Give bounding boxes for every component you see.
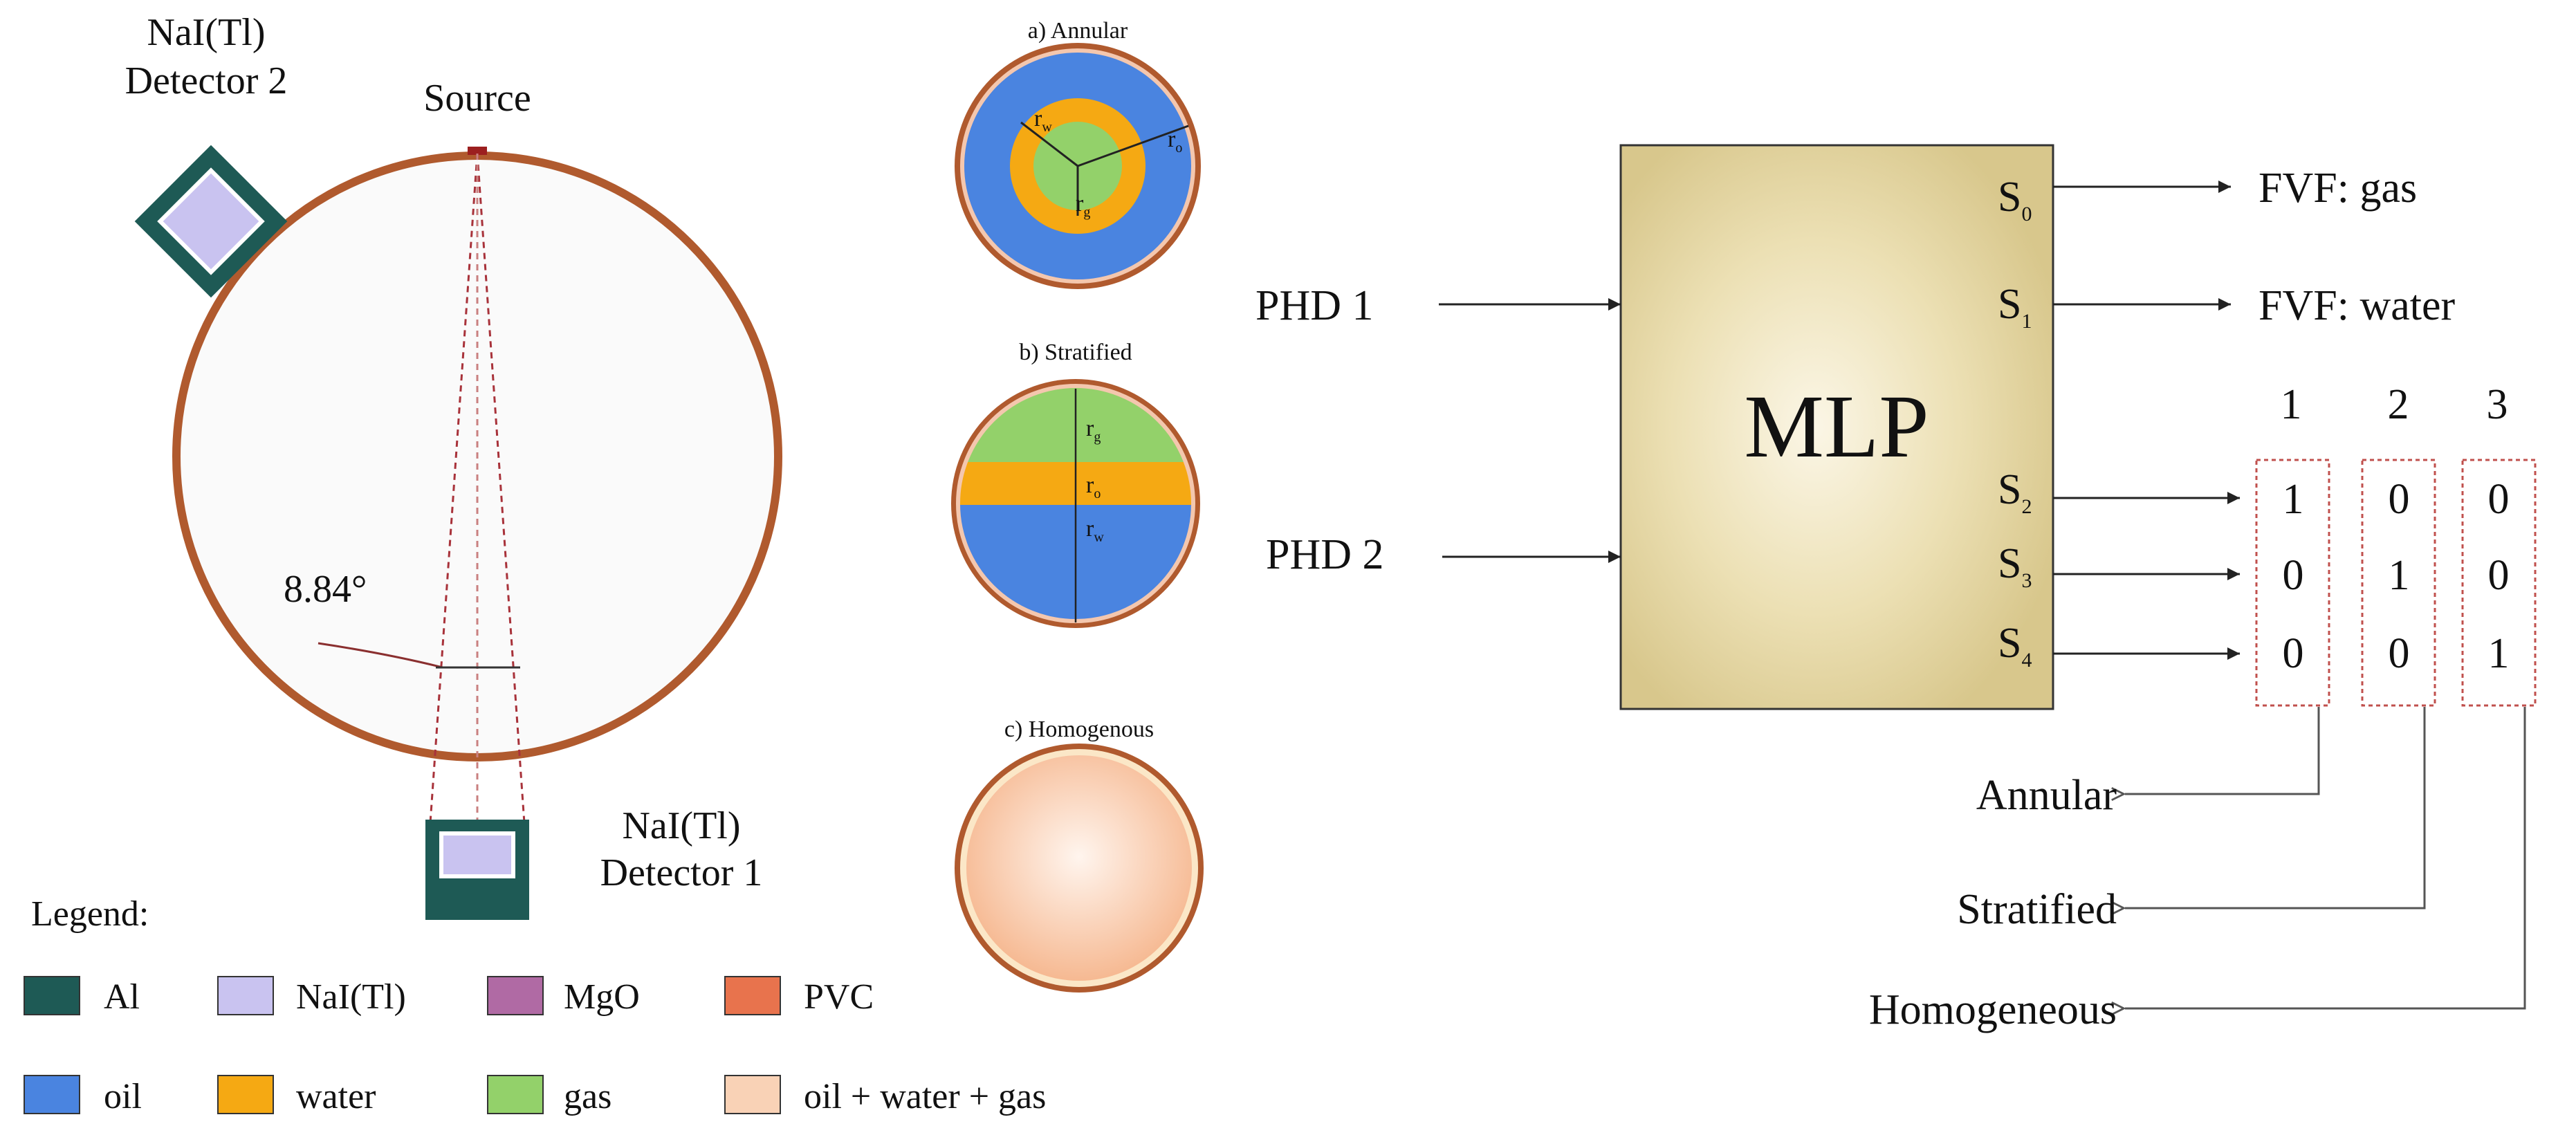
one-hot-matrix: 1 0 0 0 1 0 0 0 1: [2283, 476, 2510, 677]
legend-item-water: water: [217, 1075, 376, 1116]
mlp-label: MLP: [1744, 377, 1929, 477]
svg-text:oil: oil: [104, 1077, 142, 1116]
detector-1-label-line1: NaI(Tl): [622, 804, 740, 847]
legend-item-mixture: oil + water + gas: [724, 1075, 1046, 1116]
annular-ro-subscript: o: [1175, 140, 1182, 156]
matrix-cell: 1: [2488, 630, 2510, 677]
annular-pipe: rw ro rg: [955, 43, 1201, 289]
matrix-cell: 1: [2283, 476, 2304, 523]
annular-title: a) Annular: [1028, 18, 1128, 44]
annular-rw-subscript: w: [1042, 120, 1052, 135]
detector-2-crystal: [157, 167, 265, 275]
detector-1-label-line2: Detector 1: [600, 851, 763, 894]
flow-regimes: a) Annular rw ro rg b) Stratified: [951, 18, 1204, 993]
output-label-fvf-water: FVF: water: [2258, 282, 2456, 329]
matrix-column-3: [2461, 459, 2537, 707]
connector-homogeneous: [2125, 707, 2526, 1008]
legend-item-pvc: PVC: [724, 976, 874, 1017]
matrix-cell: 0: [2488, 552, 2510, 599]
svg-text:Al: Al: [104, 977, 140, 1017]
svg-text:NaI(Tl): NaI(Tl): [296, 977, 406, 1017]
svg-text:gas: gas: [564, 1077, 611, 1116]
homogenous-title: c) Homogenous: [1004, 717, 1154, 742]
annular-rg-subscript: g: [1083, 205, 1090, 220]
column-header-1: 1: [2281, 381, 2302, 428]
port-s4: S4: [1998, 620, 2032, 672]
matrix-column-1: [2255, 459, 2330, 707]
detector-1-crystal: [439, 831, 515, 878]
svg-text:water: water: [296, 1077, 376, 1116]
angle-arc: [318, 642, 443, 669]
connector-annular: [2125, 707, 2320, 794]
matrix-cell: 0: [2488, 476, 2510, 523]
matrix-cell: 0: [2283, 630, 2304, 677]
svg-text:PVC: PVC: [804, 977, 874, 1017]
legend: Legend: Al NaI(Tl) MgO PVC oil water gas: [24, 894, 1046, 1116]
legend-item-al: Al: [24, 976, 140, 1017]
svg-text:MgO: MgO: [564, 977, 640, 1017]
port-s2: S2: [1998, 466, 2032, 518]
connector-stratified: [2125, 707, 2426, 908]
mlp-block: [1619, 144, 2054, 710]
detector-2-label-line2: Detector 2: [125, 59, 288, 102]
class-label-annular: Annular: [1976, 772, 2117, 819]
stratified-rg-subscript: g: [1094, 430, 1101, 445]
class-label-homogeneous: Homogeneous: [1869, 986, 2117, 1033]
detector-2: [134, 145, 288, 298]
detector-1: [425, 820, 529, 920]
legend-item-gas: gas: [487, 1075, 611, 1116]
input-label-phd2: PHD 2: [1266, 531, 1384, 578]
port-s3: S3: [1998, 540, 2032, 592]
column-header-3: 3: [2487, 381, 2508, 428]
output-label-fvf-gas: FVF: gas: [2258, 165, 2417, 212]
matrix-cell: 0: [2283, 552, 2304, 599]
stratified-title: b) Stratified: [1019, 340, 1132, 365]
svg-text:oil + water + gas: oil + water + gas: [804, 1077, 1046, 1116]
stratified-ro-subscript: o: [1094, 486, 1101, 501]
port-s1: S1: [1998, 281, 2032, 333]
legend-item-mgo: MgO: [487, 976, 640, 1017]
legend-item-nai: NaI(Tl): [217, 976, 406, 1017]
angle-label: 8.84°: [284, 568, 367, 611]
matrix-cell: 0: [2389, 476, 2410, 523]
legend-title: Legend:: [31, 894, 149, 934]
class-label-stratified: Stratified: [1957, 886, 2117, 933]
port-s0: S0: [1998, 174, 2032, 225]
input-label-phd1: PHD 1: [1255, 282, 1374, 329]
detector-2-label-line1: NaI(Tl): [147, 11, 265, 54]
stratified-pipe: rg ro rw: [951, 379, 1200, 628]
measurement-geometry: NaI(Tl) Detector 2 Source 8.84° NaI(Tl) …: [125, 11, 782, 920]
legend-item-oil: oil: [24, 1075, 142, 1116]
matrix-cell: 0: [2389, 630, 2410, 677]
homogenous-pipe: [955, 744, 1204, 993]
source-marker: [468, 147, 487, 155]
matrix-cell: 1: [2389, 552, 2410, 599]
stratified-rw-subscript: w: [1094, 530, 1104, 545]
matrix-column-2: [2361, 459, 2436, 707]
mlp-network: MLP PHD 1 PHD 2 S0 S1 S2 S3 S4 FVF: gas …: [1255, 144, 2537, 1033]
column-header-2: 2: [2388, 381, 2409, 428]
source-label: Source: [423, 77, 531, 120]
